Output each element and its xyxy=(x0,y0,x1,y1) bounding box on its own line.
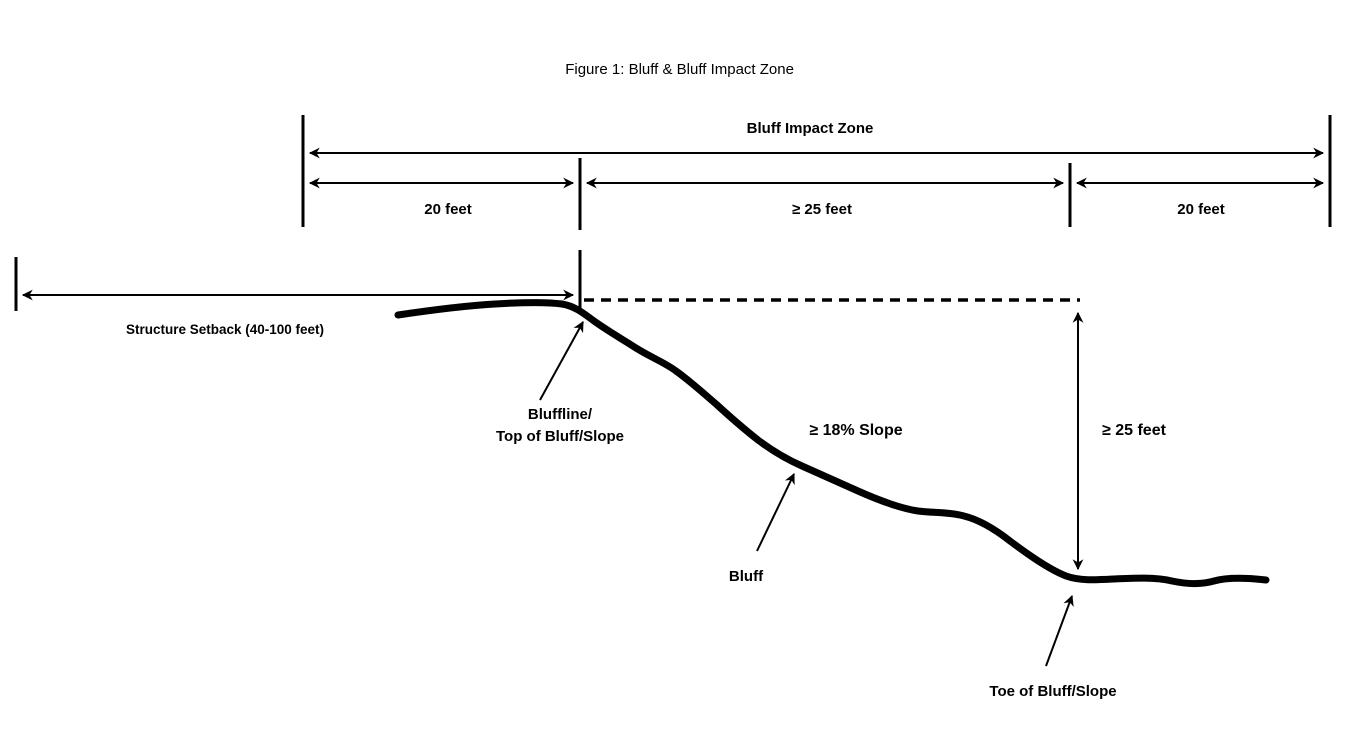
figure-title: Figure 1: Bluff & Bluff Impact Zone xyxy=(565,61,794,78)
toe-label: Toe of Bluff/Slope xyxy=(989,683,1117,700)
segment-label-20-left: 20 feet xyxy=(424,201,472,218)
segment-label-25-middle: ≥ 25 feet xyxy=(792,201,852,218)
boundary-ticks xyxy=(14,115,1332,312)
bluff-pointer-arrow xyxy=(756,473,795,552)
bluffline-pointer-arrow xyxy=(539,321,584,401)
bluffline-label-line1: Bluffline/ xyxy=(527,406,593,423)
bluff-profile-curve xyxy=(394,299,1270,588)
bluffline-label-line2: Top of Bluff/Slope xyxy=(495,428,625,445)
slope-label: ≥ 18% Slope xyxy=(809,422,903,439)
toe-pointer-arrow xyxy=(1045,594,1074,667)
segment-label-20-right: 20 feet xyxy=(1177,201,1225,218)
structure-setback-label: Structure Setback (40-100 feet) xyxy=(125,322,325,337)
pointer-arrows xyxy=(539,321,1074,667)
height-measure-label: ≥ 25 feet xyxy=(1102,422,1166,439)
bluff-impact-zone-label: Bluff Impact Zone xyxy=(746,120,874,137)
bluffline-label: Bluffline/ Top of Bluff/Slope xyxy=(470,404,650,448)
bluff-label: Bluff xyxy=(728,568,764,585)
